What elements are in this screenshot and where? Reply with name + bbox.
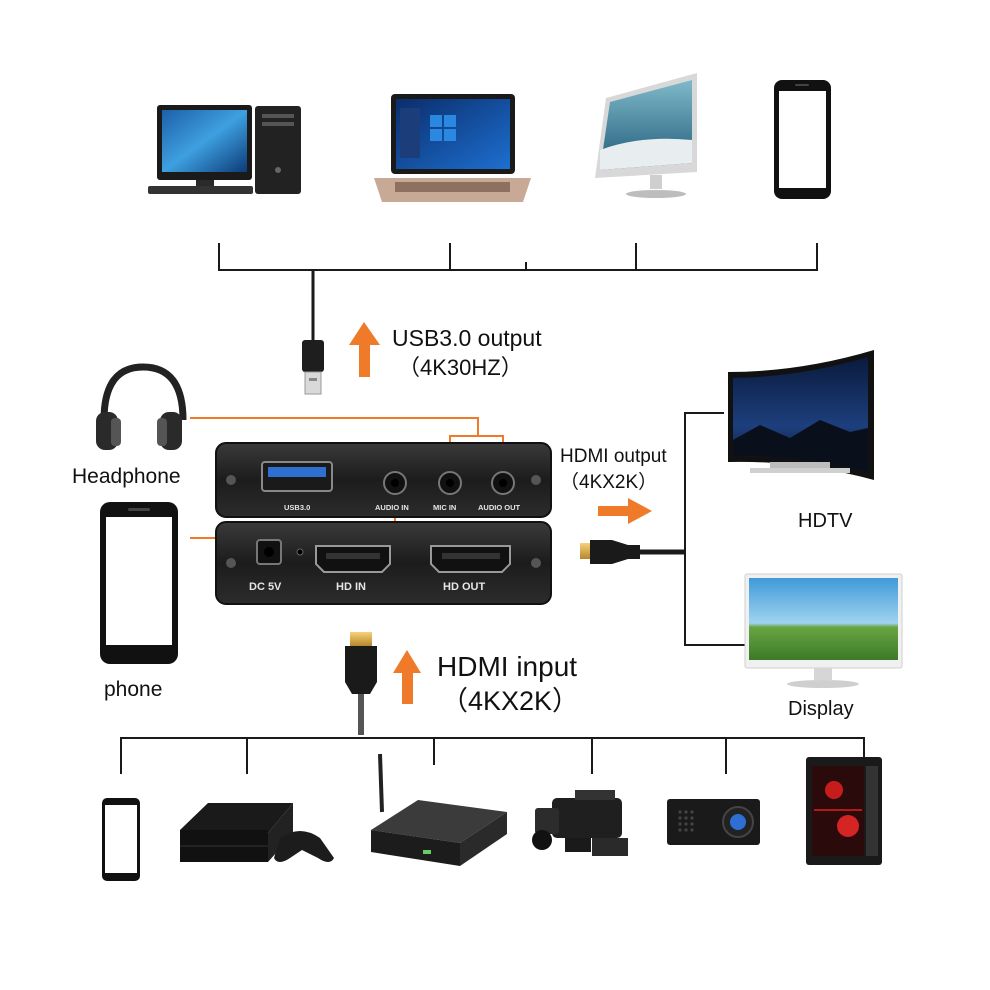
hdmi-out-port-label: HD OUT bbox=[443, 581, 485, 593]
usb-output-arrow bbox=[349, 322, 380, 377]
hdmi-output-arrow bbox=[598, 498, 652, 524]
top-tree-lines bbox=[218, 243, 818, 345]
hdmi-input-arrow bbox=[393, 650, 421, 704]
hdmi-output-cable bbox=[580, 540, 685, 564]
set-top-box-icon bbox=[371, 753, 507, 866]
dc-port-label: DC 5V bbox=[249, 581, 282, 593]
display-label: Display bbox=[788, 698, 854, 720]
hdmi-out-port bbox=[430, 545, 511, 573]
usb-output-label: USB3.0 output bbox=[392, 325, 542, 351]
desktop-pc-icon bbox=[148, 105, 301, 194]
hdmi-output-label: HDMI output bbox=[560, 446, 667, 467]
hdmi-input-label: HDMI input bbox=[437, 651, 577, 682]
hdmi-output-spec: （4KX2K） bbox=[560, 471, 657, 493]
usb-plug-icon bbox=[302, 340, 324, 395]
bottom-smartphone-icon bbox=[102, 798, 140, 881]
hdmi-in-port-label: HD IN bbox=[336, 581, 366, 593]
usb3-port-label: USB3.0 bbox=[284, 503, 310, 512]
mic-in-port-label: MIC IN bbox=[433, 503, 456, 512]
audio-in-port bbox=[383, 471, 407, 495]
dc-power-port bbox=[256, 539, 304, 565]
hdmi-in-port bbox=[315, 545, 391, 573]
audio-in-port-label: AUDIO IN bbox=[375, 503, 409, 512]
camcorder-icon bbox=[532, 790, 628, 856]
capture-device-front: USB3.0 AUDIO IN MIC IN AUDIO OUT bbox=[215, 442, 552, 518]
capture-device-back: DC 5V HD IN HD OUT bbox=[215, 521, 552, 605]
headphone-icon bbox=[96, 363, 187, 450]
all-in-one-pc-icon bbox=[595, 73, 697, 198]
smartphone-icon bbox=[774, 80, 831, 199]
headphone-label: Headphone bbox=[72, 465, 181, 488]
hdmi-output-tree bbox=[684, 412, 748, 646]
projector-icon bbox=[667, 799, 760, 845]
usb3-port bbox=[261, 461, 333, 492]
hdmi-input-cable bbox=[345, 632, 377, 735]
phone-label: phone bbox=[104, 678, 162, 701]
laptop-icon bbox=[374, 94, 531, 202]
display-monitor-icon bbox=[744, 573, 903, 688]
audio-out-port-label: AUDIO OUT bbox=[478, 503, 521, 512]
usb-output-spec: （4K30HZ） bbox=[398, 355, 523, 380]
audio-out-port bbox=[491, 471, 515, 495]
game-console-icon bbox=[180, 803, 334, 862]
phone-icon bbox=[100, 502, 178, 664]
bottom-tree-lines bbox=[120, 737, 865, 774]
gaming-pc-icon bbox=[806, 757, 882, 865]
hdmi-input-spec: （4KX2K） bbox=[441, 686, 579, 716]
hdtv-label: HDTV bbox=[798, 510, 853, 532]
mic-in-port bbox=[438, 471, 462, 495]
hdtv-icon bbox=[728, 350, 874, 480]
